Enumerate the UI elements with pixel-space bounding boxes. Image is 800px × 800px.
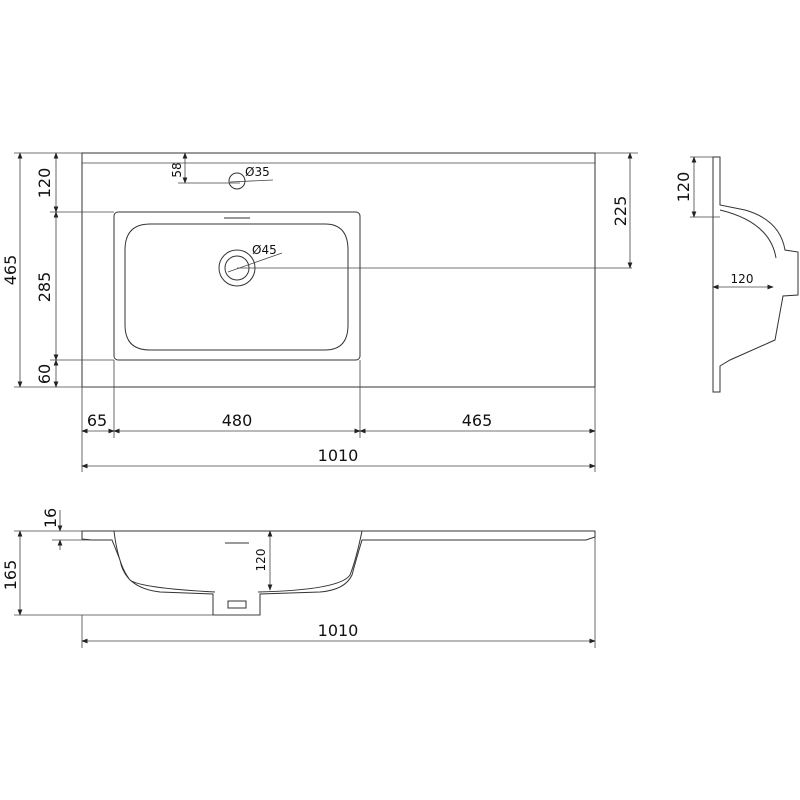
countertop-outline bbox=[81, 152, 596, 388]
dim-total-height: 165 bbox=[1, 560, 20, 591]
bowl-outer bbox=[113, 211, 361, 361]
front-profile bbox=[81, 530, 596, 616]
dim-top-margin: 120 bbox=[35, 168, 54, 199]
dim-bowl-width: 480 bbox=[222, 411, 253, 430]
dim-deck-thickness: 16 bbox=[41, 508, 60, 528]
side-section: 120 120 bbox=[674, 156, 799, 393]
dim-total-width: 1010 bbox=[318, 446, 359, 465]
front-section: 16 165 120 1010 bbox=[1, 508, 596, 648]
side-dim-top: 120 bbox=[674, 172, 693, 203]
dim-tap-offset: 58 bbox=[170, 162, 184, 177]
dim-drain-from-back: 225 bbox=[611, 196, 630, 227]
dim-total-depth: 465 bbox=[1, 255, 20, 286]
tap-hole bbox=[228, 172, 246, 190]
tap-hole-diameter: Ø35 bbox=[245, 165, 270, 179]
drain-diameter: Ø45 bbox=[252, 243, 277, 257]
dim-right-deck: 465 bbox=[462, 411, 493, 430]
dim-bowl-depth-front: 120 bbox=[254, 549, 268, 572]
bowl-inner bbox=[124, 223, 349, 351]
side-profile bbox=[712, 156, 799, 393]
drain-outlet bbox=[227, 600, 247, 609]
dim-front-margin: 60 bbox=[35, 364, 54, 384]
side-dim-depth: 120 bbox=[731, 272, 754, 286]
dim-left-margin: 65 bbox=[87, 411, 107, 430]
plan-view: 465 120 285 60 58 Ø35 Ø45 225 65 480 465… bbox=[1, 152, 638, 472]
dim-bowl-depth: 285 bbox=[35, 272, 54, 303]
dim-total-width-front: 1010 bbox=[318, 621, 359, 640]
